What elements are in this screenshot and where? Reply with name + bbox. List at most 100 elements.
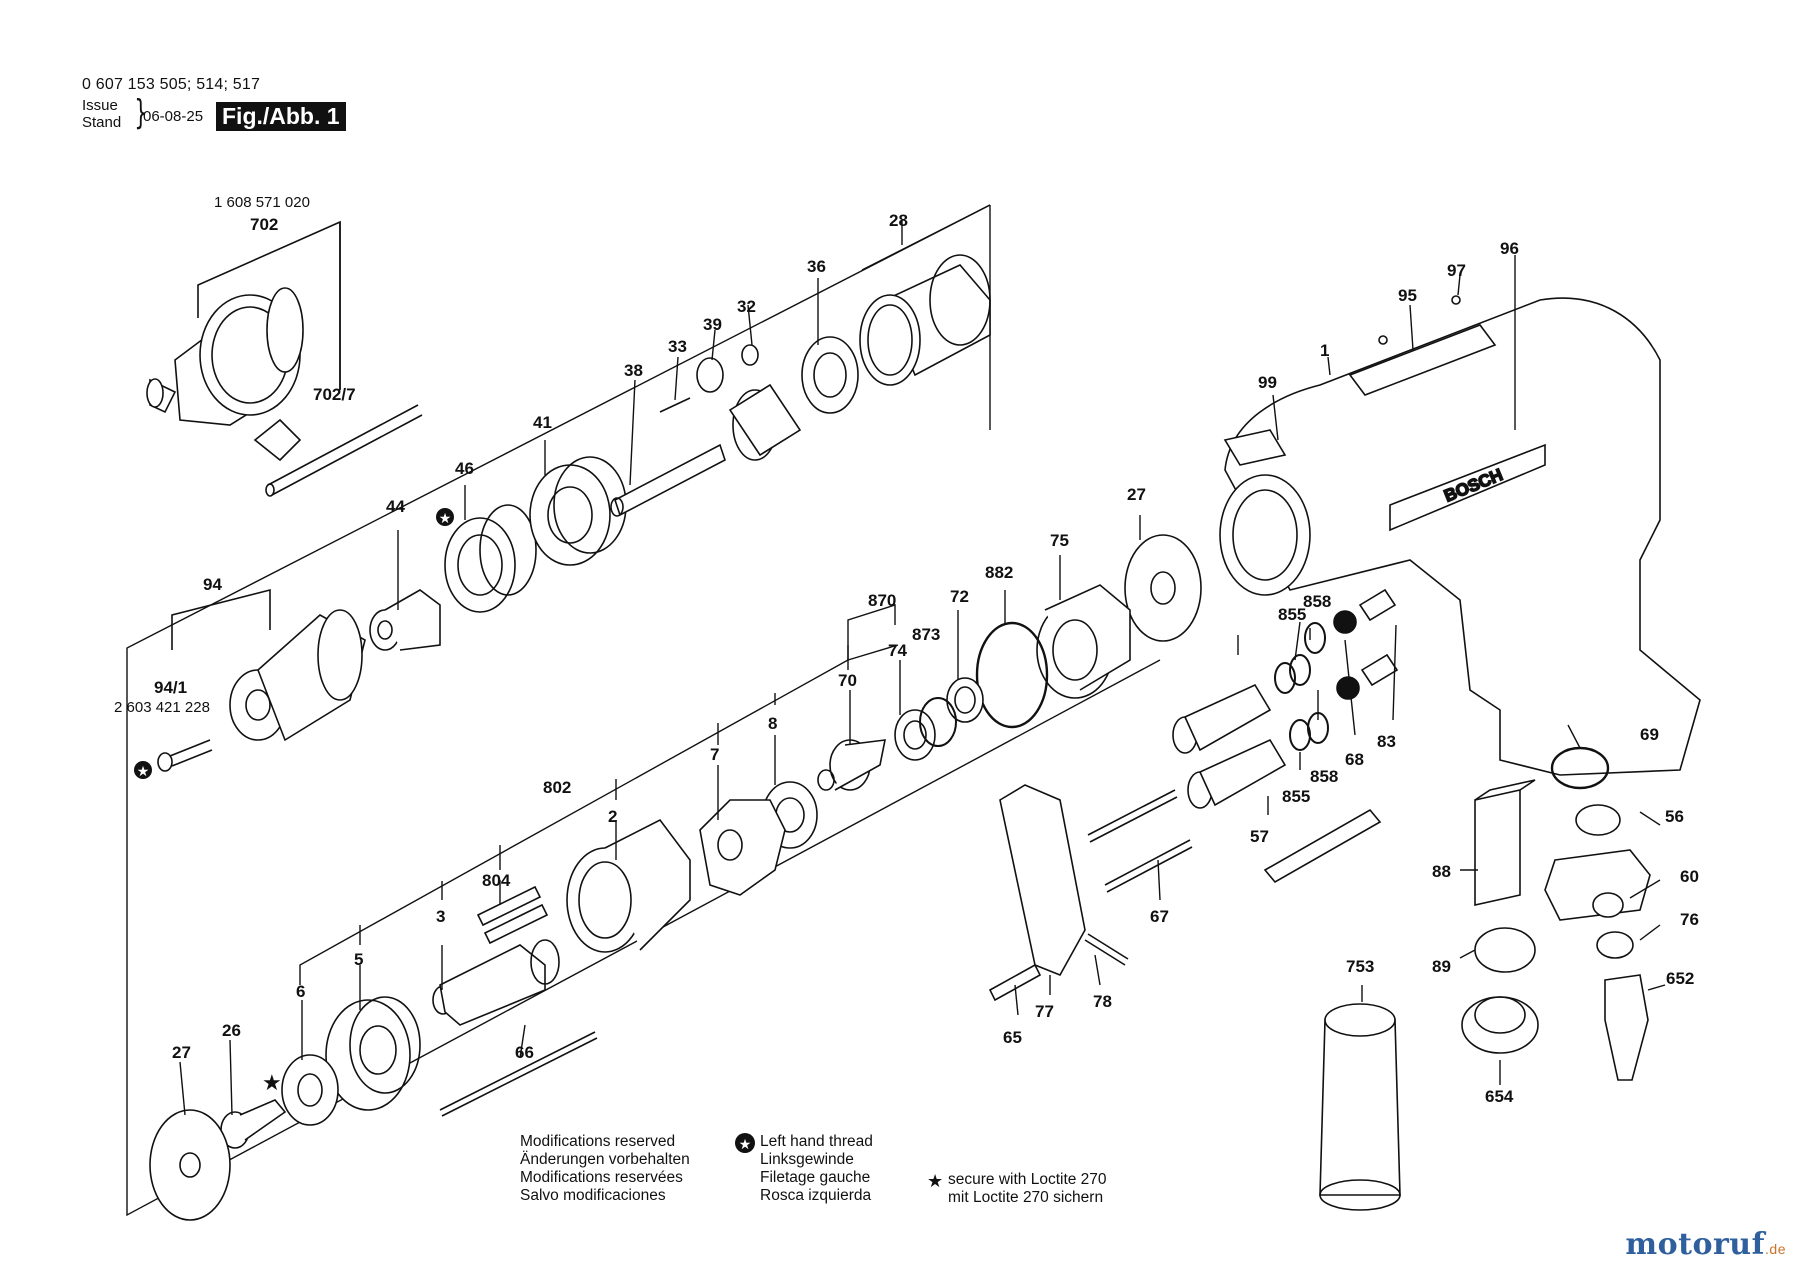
- note-line: Modifications reservées: [520, 1169, 683, 1186]
- note-line: Modifications reserved: [520, 1133, 676, 1150]
- modifications-note: Modifications reserved Änderungen vorbeh…: [520, 1133, 690, 1205]
- bearing-6: [281, 1054, 339, 1126]
- label-60: 60: [1680, 867, 1699, 886]
- housing-1: [1219, 297, 1701, 776]
- label-804: 804: [482, 871, 511, 890]
- label-5: 5: [354, 950, 363, 969]
- label-858-lower: 858: [1310, 767, 1338, 786]
- label-76: 76: [1680, 910, 1699, 929]
- housing-nut-56: [1544, 804, 1651, 921]
- label-654: 654: [1485, 1087, 1514, 1106]
- bearing-41: [529, 456, 627, 566]
- label-858-upper: 858: [1303, 592, 1331, 611]
- chuck-702: [146, 287, 304, 426]
- o-ring-882: [975, 621, 1049, 729]
- label-95: 95: [1398, 286, 1417, 305]
- nut-46: [444, 504, 537, 613]
- label-78: 78: [1093, 992, 1112, 1011]
- rotor-3: [432, 939, 560, 1026]
- ball-68-lower: [1336, 676, 1360, 700]
- brace-glyph: }: [134, 93, 148, 133]
- label-74: 74: [888, 641, 907, 660]
- watermark-logo: motoruf.de: [1625, 1227, 1786, 1262]
- label-70: 70: [838, 671, 857, 690]
- bearing-36: [801, 336, 859, 414]
- leader-lines: [179, 220, 1666, 1116]
- end-plate-5: [325, 996, 421, 1111]
- issue-stand-label: Issue Stand: [82, 97, 121, 131]
- loctite-note: secure with Loctite 270 mit Loctite 270 …: [948, 1171, 1107, 1207]
- ball-68-upper: [1333, 610, 1357, 634]
- svg-text:★: ★: [137, 764, 150, 780]
- note-line: Salvo modificaciones: [520, 1187, 666, 1204]
- label-26: 26: [222, 1021, 241, 1040]
- label-32: 32: [737, 297, 756, 316]
- trigger-77: [999, 784, 1086, 977]
- needle-32: [741, 344, 759, 366]
- ring-855-upper: [1274, 662, 1296, 694]
- sleeve-44: [369, 589, 441, 651]
- label-7: 7: [710, 745, 719, 764]
- pn-screw: 2 603 421 228: [114, 699, 210, 716]
- label-96: 96: [1500, 239, 1519, 258]
- cylinder-75: [1036, 584, 1131, 699]
- left-thread-marker-94-1: ★: [134, 761, 152, 780]
- svg-text:★: ★: [739, 1137, 752, 1153]
- cylinder-2: [566, 818, 691, 953]
- cap-89: [1474, 927, 1536, 973]
- chuck-key-702-7: [253, 404, 423, 497]
- pn-chuck-kit: 1 608 571 020: [214, 194, 310, 211]
- rivet-97: [1451, 295, 1461, 305]
- screw-65: [988, 963, 1042, 1002]
- loctite-star-26: ★: [262, 1071, 282, 1096]
- figure-label: Fig./Abb. 1: [216, 102, 346, 131]
- label-89: 89: [1432, 957, 1451, 976]
- note-line: Filetage gauche: [760, 1169, 871, 1186]
- fitting-654: [1461, 996, 1539, 1054]
- pin-66: [439, 1031, 596, 1111]
- washer-27-bottom: [149, 1109, 231, 1221]
- ring-855-lower: [1289, 719, 1311, 751]
- label-77: 77: [1035, 1002, 1054, 1021]
- vane-804: [476, 885, 542, 927]
- bearing-plate-74: [894, 709, 936, 761]
- label-65: 65: [1003, 1028, 1022, 1047]
- pin-78: [1084, 939, 1126, 966]
- label-69: 69: [1640, 725, 1659, 744]
- document-number: 0 607 153 505; 514; 517: [82, 76, 261, 93]
- spindle-38: [610, 383, 802, 517]
- label-68: 68: [1345, 750, 1364, 769]
- label-99: 99: [1258, 373, 1277, 392]
- left-thread-marker-46: ★: [436, 508, 454, 527]
- pin-67-lower: [1104, 839, 1191, 886]
- washer-27-top: [1124, 534, 1202, 642]
- silencer-753: [1319, 1003, 1401, 1211]
- note-line: Left hand thread: [760, 1133, 873, 1150]
- label-27-bottom: 27: [172, 1043, 191, 1062]
- spring-83-lower: [1360, 653, 1399, 687]
- label-1: 1: [1320, 341, 1329, 360]
- ring-72: [946, 677, 984, 723]
- pin-33: [659, 397, 691, 413]
- callout-labels: 702 702/7 94 94/1 44 46 41 38 33 39 32 3…: [154, 211, 1699, 1106]
- label-94-1: 94/1: [154, 678, 187, 697]
- pin-67-upper: [1087, 789, 1176, 836]
- plate-70: [817, 739, 887, 791]
- brand-tld: .de: [1765, 1241, 1786, 1257]
- note-line: Änderungen vorbehalten: [520, 1151, 690, 1168]
- label-56: 56: [1665, 807, 1684, 826]
- label-855-lower: 855: [1282, 787, 1310, 806]
- label-75: 75: [1050, 531, 1069, 550]
- end-plate-7: [699, 799, 786, 896]
- filter-88: [1474, 789, 1521, 906]
- loctite-legend-star: ★: [927, 1171, 943, 1192]
- label-97: 97: [1447, 261, 1466, 280]
- issue-label: Issue: [82, 97, 118, 114]
- label-36: 36: [807, 257, 826, 276]
- label-38: 38: [624, 361, 643, 380]
- gear-39: [696, 357, 724, 393]
- nut-76: [1596, 931, 1634, 959]
- label-83: 83: [1377, 732, 1396, 751]
- ring-gear-28: [859, 254, 991, 386]
